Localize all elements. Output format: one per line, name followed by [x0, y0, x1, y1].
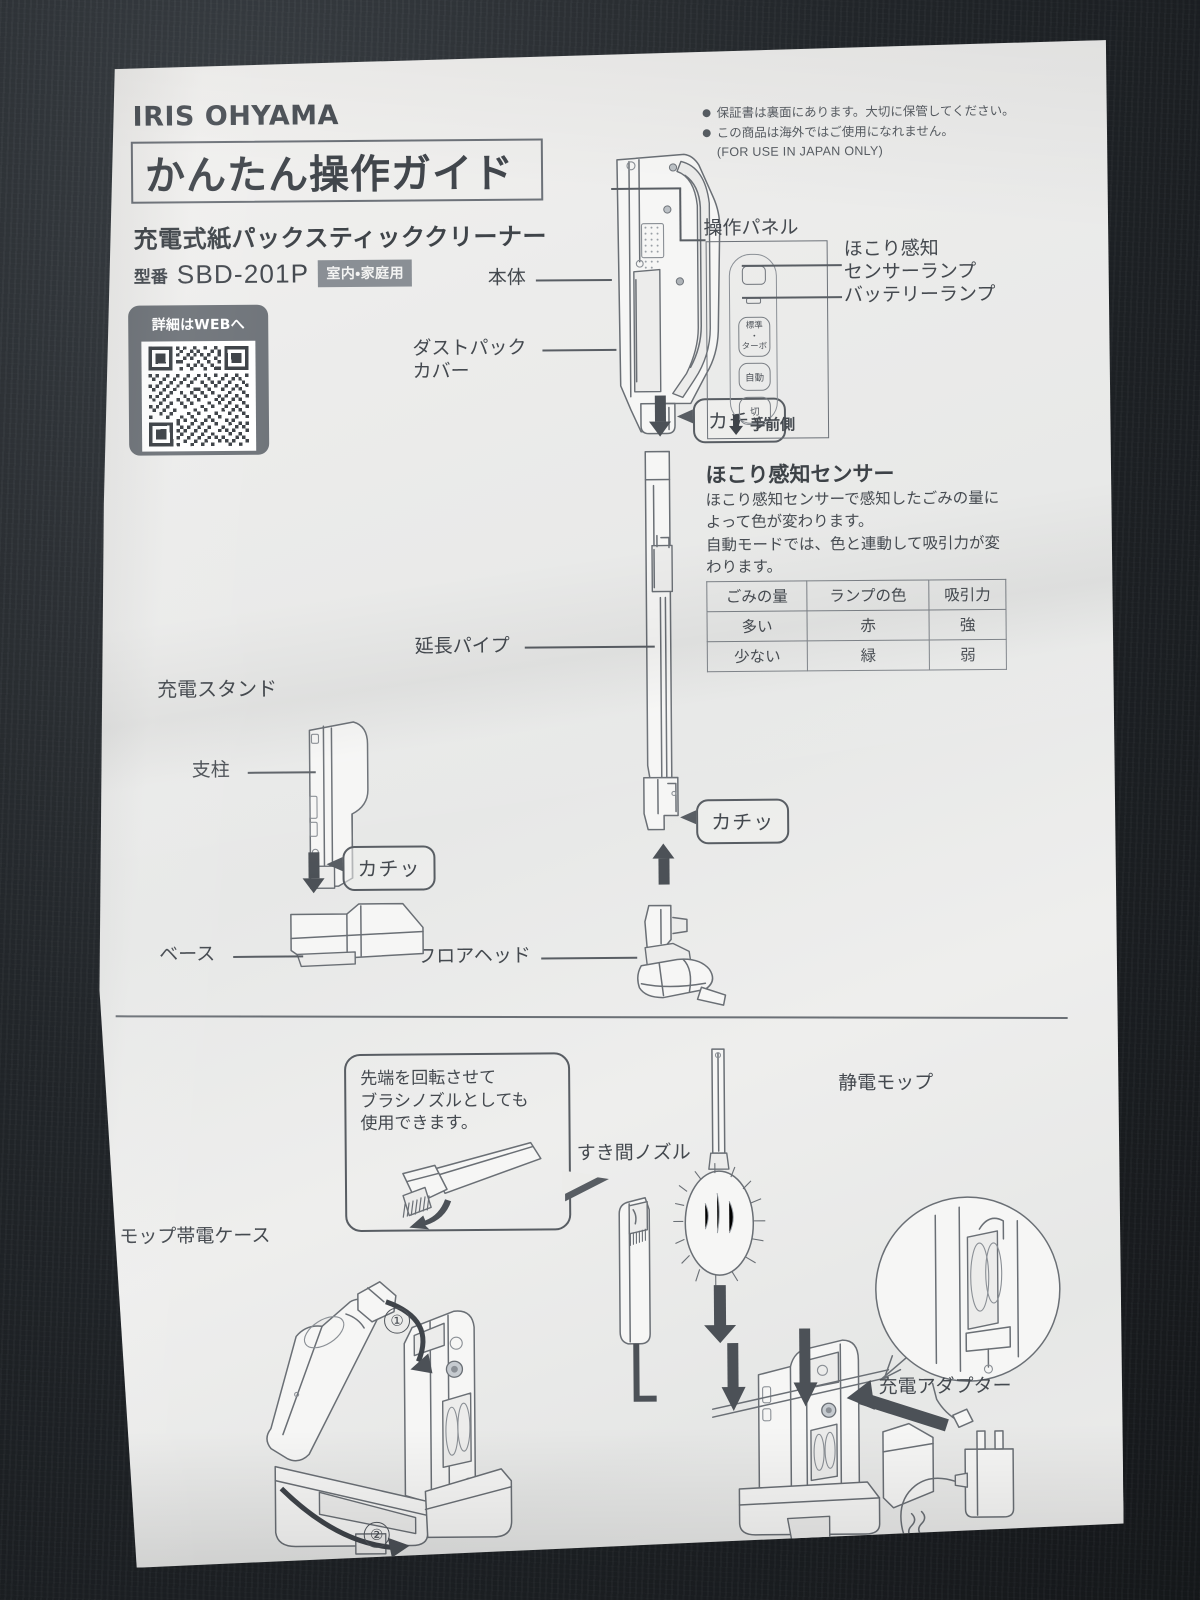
table-row: 多い 赤 強 — [707, 609, 1006, 641]
static-mop-illustration — [694, 1042, 816, 1343]
charging-port-detail-magnifier — [839, 1190, 1071, 1422]
label-extension-pipe: 延長パイプ — [414, 634, 510, 658]
tip-line-3: 使用できます。 — [360, 1113, 478, 1135]
page-title-box: かんたん操作ガイド — [131, 138, 543, 203]
label-dust-pack-cover: ダストパック カバー — [412, 337, 526, 384]
charging-stand-with-unit-illustration — [732, 1311, 994, 1543]
table-cell: 多い — [707, 611, 807, 642]
table-header-cell: ごみの量 — [707, 581, 807, 612]
pipe-bottom-connector-illustration — [634, 773, 705, 844]
label-base: ベース — [159, 943, 216, 966]
qr-code-svg — [146, 346, 251, 447]
dust-sensor-heading: ほこり感知センサー — [705, 461, 895, 488]
label-static-mop: 静電モップ — [838, 1071, 934, 1095]
control-panel-title: 操作パネル — [703, 216, 799, 240]
tip-line-1: 先端を回転させて — [360, 1067, 497, 1089]
button-standard-turbo[interactable]: 標準 ・ ターボ — [738, 317, 770, 357]
label-sensor-lamp-line2: センサーランプ — [843, 259, 977, 283]
label-battery-lamp: バッテリーランプ — [843, 282, 996, 307]
label-dust-pack-cover-line2: カバー — [412, 360, 470, 383]
label-pillar: 支柱 — [191, 758, 230, 782]
mop-insert-arrow — [790, 1328, 821, 1413]
web-details-qr-card[interactable]: 詳細はWEBへ — [128, 305, 269, 456]
extension-pipe-illustration — [633, 449, 696, 797]
click-callout-tail — [680, 810, 696, 824]
qr-code-icon — [141, 341, 256, 452]
mop-charge-case-illustration — [218, 1265, 540, 1558]
main-body-illustration — [581, 141, 783, 443]
button-auto-label: 自動 — [745, 372, 765, 384]
crevice-nozzle-illustration — [605, 1184, 667, 1414]
table-cell: 赤 — [807, 610, 930, 641]
adapter-cord-illustration — [840, 1371, 981, 1492]
click-callout-tail — [677, 409, 693, 423]
step-number-two: ② — [364, 1522, 390, 1548]
tip-line-2: ブラシノズルとしても — [360, 1090, 529, 1112]
button-turbo-label: ターボ — [741, 342, 768, 353]
table-header-cell: ランプの色 — [807, 580, 930, 611]
click-callout-stand: カチッ — [342, 845, 435, 891]
label-crevice-nozzle: すき間ノズル — [576, 1141, 691, 1165]
arrow-down-icon — [790, 1328, 821, 1408]
floor-head-illustration — [617, 903, 758, 1014]
notice-line-1: 保証書は裏面にあります。大切に保管してください。 — [703, 102, 1103, 122]
button-auto[interactable]: 自動 — [739, 363, 771, 391]
charging-stand-base-illustration — [275, 897, 476, 979]
click-callout-head-pipe: カチッ — [696, 799, 789, 845]
dust-sensor-body-text: ほこり感知センサーで感知したごみの量によって色が変わります。 自動モードでは、色… — [705, 488, 1001, 577]
battery-lamp-icon — [746, 298, 761, 304]
usage-badge: 室内・家庭用 — [318, 260, 412, 288]
table-cell: 強 — [929, 609, 1006, 640]
brush-nozzle-rotate-illustration — [373, 1136, 564, 1229]
button-standard-label: 標準 — [745, 320, 763, 331]
qr-card-label: 詳細はWEBへ — [151, 316, 245, 334]
control-panel-box: 標準 ・ ターボ 自動 切 手前側 — [706, 240, 830, 439]
brand-logo: IRIS OHYAMA — [132, 100, 340, 133]
label-dust-pack-cover-line1: ダストパック — [412, 336, 527, 360]
click-callout-tail — [326, 857, 342, 871]
label-mop-charge-case: モップ帯電ケース — [119, 1224, 271, 1248]
table-row: 少ない 緑 弱 — [707, 639, 1006, 671]
bullet-icon — [703, 129, 711, 137]
notice-line-1-text: 保証書は裏面にあります。大切に保管してください。 — [716, 102, 1015, 121]
table-header-cell: 吸引力 — [929, 579, 1006, 610]
page-title: かんたん操作ガイド — [144, 150, 515, 200]
table-cell: 緑 — [807, 640, 930, 671]
front-side-label: 手前側 — [749, 415, 796, 434]
brush-nozzle-tip-callout: 先端を回転させて ブラシノズルとしても 使用できます。 — [344, 1052, 571, 1232]
label-charging-stand: 充電スタンド — [156, 676, 278, 702]
step-number-one: ① — [384, 1308, 410, 1334]
front-side-indicator: 手前側 — [728, 414, 795, 436]
table-cell: 少ない — [707, 641, 807, 672]
leader-body-to-panel — [680, 239, 706, 241]
bullet-icon — [703, 109, 711, 117]
table-cell: 弱 — [929, 639, 1006, 670]
click-callout-head-pipe-text: カチッ — [696, 799, 789, 845]
notice-line-2-text: この商品は海外ではご使用になれません。 — [716, 123, 954, 140]
assembly-arrow-down-1 — [649, 395, 671, 436]
model-row: 型番 SBD-201P 室内・家庭用 — [134, 258, 412, 291]
model-number: SBD-201P — [176, 258, 310, 290]
click-callout-stand-text: カチッ — [342, 845, 435, 891]
arrow-down-icon — [718, 1343, 749, 1413]
product-subtitle: 充電式紙パックスティッククリーナー — [133, 222, 548, 254]
tip-callout-tail-fill — [562, 1170, 600, 1195]
arrow-down-icon — [728, 414, 744, 434]
manual-page-content: IRIS OHYAMA かんたん操作ガイド 充電式紙パックスティッククリーナー … — [90, 40, 1124, 1568]
button-separator: ・ — [750, 331, 759, 342]
section-divider — [116, 1015, 1068, 1018]
control-panel-inner-frame: 標準 ・ ターボ 自動 切 — [729, 254, 778, 424]
label-sensor-lamp-line1: ほこり感知 — [843, 237, 939, 261]
dust-sensor-table: ごみの量 ランプの色 吸引力 多い 赤 強 少ない 緑 弱 — [706, 579, 1007, 672]
label-sensor-lamp: ほこり感知 センサーランプ — [844, 237, 977, 284]
paper-sheet: IRIS OHYAMA かんたん操作ガイド 充電式紙パックスティッククリーナー … — [90, 40, 1124, 1568]
assembly-arrow-up-1 — [652, 843, 674, 884]
model-prefix-label: 型番 — [133, 267, 168, 288]
crevice-insert-arrow — [718, 1343, 749, 1418]
label-main-body: 本体 — [487, 266, 526, 289]
table-header-row: ごみの量 ランプの色 吸引力 — [707, 579, 1006, 611]
assembly-arrow-down-2 — [302, 852, 324, 893]
notice-line-2: この商品は海外ではご使用になれません。 — [703, 122, 1103, 142]
dust-sensor-lamp-icon — [742, 266, 766, 285]
